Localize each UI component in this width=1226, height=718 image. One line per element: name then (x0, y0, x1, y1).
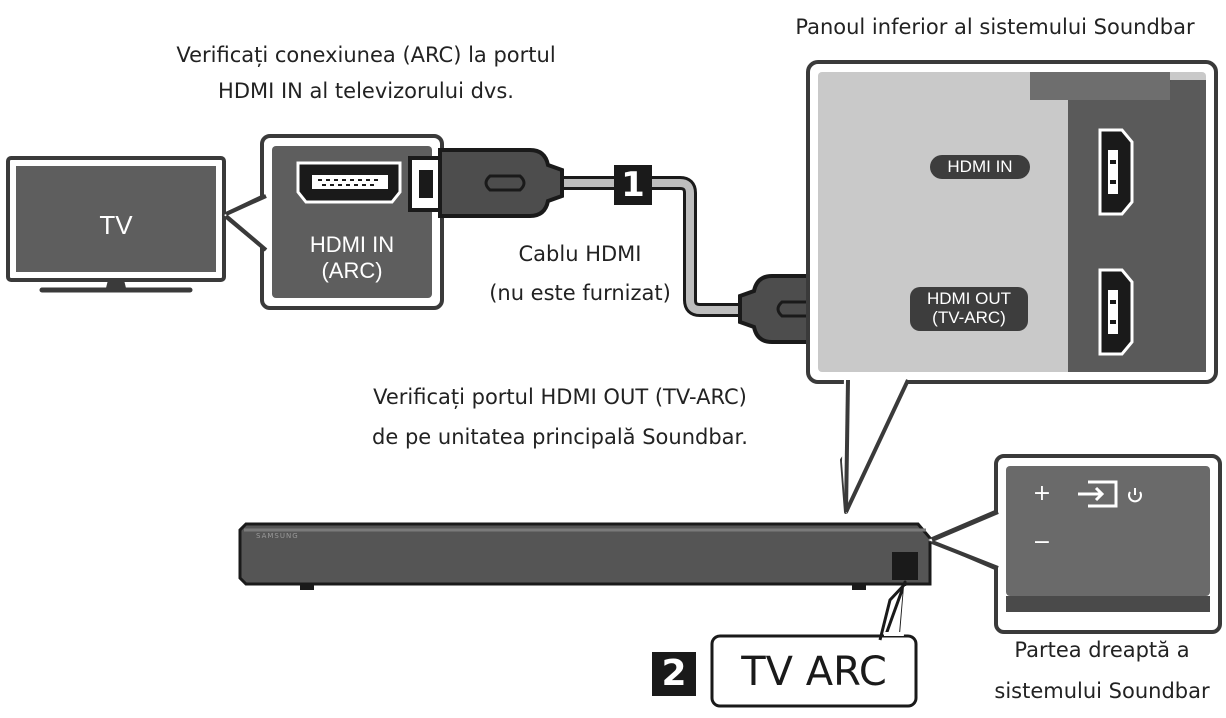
right-side-caption: Partea dreaptă a sistemului Soundbar (980, 640, 1224, 702)
bottom-panel-title: Panoul inferior al sistemului Soundbar (795, 15, 1195, 39)
tv-illustration (6, 156, 226, 293)
soundbar-illustration (238, 522, 932, 590)
cable-line2: (nu este furnizat) (489, 281, 671, 305)
tv-arc-display-text: TV ARC (741, 649, 887, 695)
side-panel-callout (928, 454, 1222, 634)
panel-hdmi-in-tag: HDMI IN (930, 155, 1030, 179)
tv-port-line2: (ARC) (321, 258, 383, 283)
check-soundbar-line2: de pe unitatea principală Soundbar. (372, 425, 748, 449)
tv-port-callout (222, 134, 444, 310)
soundbar-brand-logo: SAMSUNG (256, 532, 299, 540)
right-side-line1: Partea dreaptă a (1014, 638, 1190, 662)
hdmi-out-line2: (TV-ARC) (932, 308, 1006, 327)
hdmi-out-line1: HDMI OUT (926, 289, 1012, 308)
tv-arc-callout (710, 580, 918, 708)
tv-port-line1: HDMI IN (309, 232, 395, 257)
tv-hdmi-port-label: HDMI IN (ARC) (272, 234, 432, 282)
volume-plus-icon: + (1032, 481, 1052, 506)
check-soundbar-line1: Verificați portul HDMI OUT (TV-ARC) (373, 385, 747, 409)
hdmi-cable (408, 148, 894, 344)
check-soundbar-port-instruction: Verificați portul HDMI OUT (TV-ARC) de p… (330, 387, 790, 448)
panel-hdmi-out-tag: HDMI OUT (TV-ARC) (910, 287, 1028, 331)
input-source-icon (1078, 480, 1118, 508)
check-tv-line1: Verificați conexiunea (ARC) la portul (176, 43, 556, 67)
hdmi-cable-label: Cablu HDMI (nu este furnizat) (460, 244, 700, 304)
check-tv-line2: HDMI IN al televizorului dvs. (218, 79, 514, 103)
volume-minus-icon: − (1032, 530, 1052, 555)
step-2-badge: 2 (652, 652, 696, 696)
right-side-line2: sistemului Soundbar (994, 679, 1210, 703)
check-tv-port-instruction: Verificați conexiunea (ARC) la portul HD… (136, 45, 596, 102)
tv-label: TV (99, 210, 133, 240)
power-icon (1128, 488, 1142, 503)
step-1-badge: 1 (614, 165, 652, 205)
cable-line1: Cablu HDMI (518, 242, 642, 266)
